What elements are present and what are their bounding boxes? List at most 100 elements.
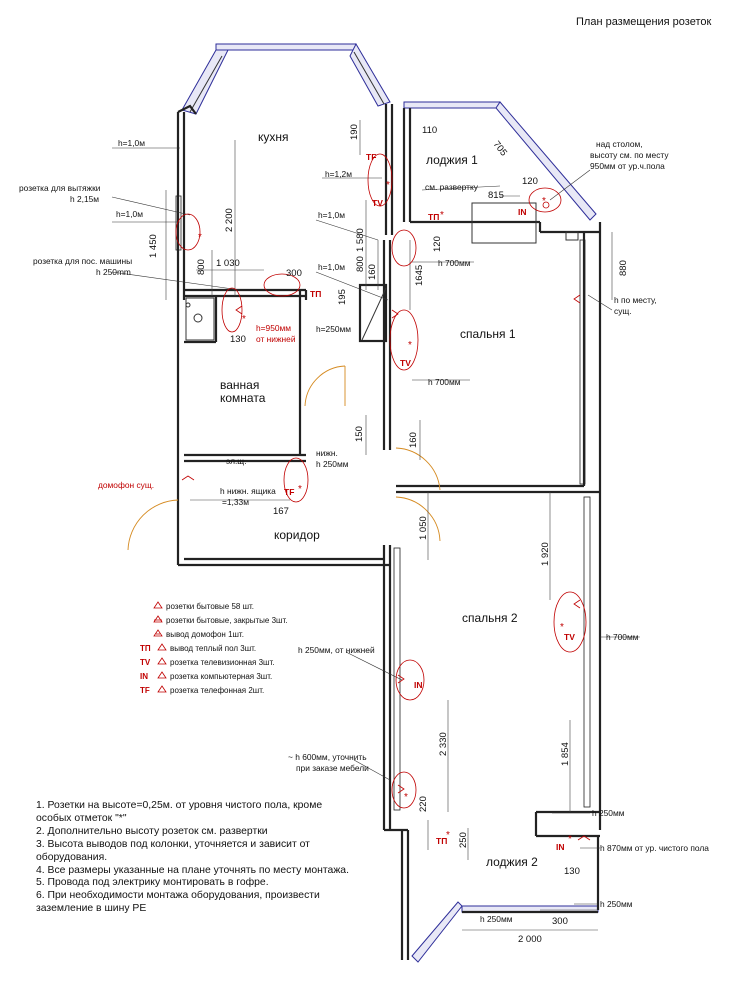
label-above-table: над столом, (596, 139, 643, 149)
dim-110: 110 (422, 125, 437, 136)
socket-bed1-upper (391, 229, 417, 267)
label-h700-b: h 700мм (428, 377, 461, 387)
tag-tp-loggia2: ТП (436, 836, 447, 846)
label-wash-h: h 250mm (96, 267, 131, 277)
legend-icon-socket (153, 601, 163, 609)
socket-bed2-lower (391, 771, 417, 809)
label-el-box: эл.щ. (226, 456, 247, 466)
dim-1854: 1 854 (560, 742, 571, 766)
socket-tf-kitchen (367, 153, 393, 207)
legend-text-tv: розетка телевизионная 3шт. (170, 658, 274, 667)
label-h250-lower: h 250мм, от нижней (298, 645, 375, 655)
label-h950-floor: 950мм от ур.ч.пола (590, 161, 665, 171)
label-h250mm: h 250мм (316, 459, 349, 469)
legend-icon-intercom (153, 629, 163, 637)
dim-300b: 300 (552, 916, 568, 927)
note-line: 5. Провода под электрику монтировать в г… (36, 877, 269, 889)
star-bed1: * (408, 340, 412, 351)
dim-150: 150 (354, 426, 365, 442)
note-line: 4. Все размеры указанные на плане уточня… (36, 864, 349, 876)
note-line: особых отметок "*" (36, 812, 127, 824)
socket-kitchen-mid (263, 273, 301, 297)
room-bedroom2: спальня 2 (462, 611, 518, 625)
label-h1-kitchen-a: h=1,0м (118, 138, 145, 148)
label-h600: ~ h 600мм, уточнить (288, 752, 367, 762)
label-wash: розетка для пос. машины (33, 256, 132, 266)
socket-ticks (181, 294, 591, 841)
dim-1050: 1 050 (418, 516, 429, 540)
dim-1580: 1 580 (355, 228, 366, 252)
room-bedroom1: спальня 1 (460, 327, 516, 341)
socket-loggia1 (528, 187, 562, 213)
tag-tf-kitchen: TF (366, 152, 376, 162)
legend-icon-socket-closed (153, 615, 163, 623)
label-h-box: h нижн. ящика (220, 486, 276, 496)
bathroom-fixtures (185, 297, 215, 341)
label-h700-a: h 700мм (438, 258, 471, 268)
legend: ТП TV IN TF розетки бытовые 58 шт. розет… (140, 601, 287, 695)
legend-symbol-tp: ТП (140, 644, 151, 653)
label-h12: h=1,2м (325, 169, 352, 179)
star-table: * (542, 196, 546, 207)
tag-tp-loggia1: ТП (428, 212, 439, 222)
kitchen-bay-window (181, 42, 391, 115)
label-vent: розетка для вытяжки (19, 183, 101, 193)
dim-160a: 160 (367, 264, 378, 280)
label-h250: h=250мм (316, 324, 351, 334)
dim-220: 220 (418, 796, 429, 812)
label-vent-h: h 2,15м (70, 194, 99, 204)
tag-tf-corridor: TF (284, 487, 294, 497)
star-loggia2-b: * (568, 834, 572, 845)
star-bed2-lower: * (404, 792, 408, 803)
dim-120a: 120 (522, 176, 538, 187)
note-line: оборудования. (36, 851, 108, 863)
label-see-development: см. развертку (425, 182, 479, 192)
legend-text-tf: розетка телефонная 2шт. (170, 686, 264, 695)
sheet-title: План размещения розеток (576, 16, 712, 28)
label-height-see: высоту см. по месту (590, 150, 669, 160)
dim-250: 250 (458, 832, 469, 848)
label-lower: нижн. (316, 448, 338, 458)
room-loggia1: лоджия 1 (426, 153, 478, 167)
star-marks: * * * * * * * * * * * (198, 180, 572, 845)
doors (127, 365, 441, 551)
label-h250mm-c: h 250мм (480, 914, 513, 924)
legend-text-in: розетка компьютерная 3шт. (170, 672, 272, 681)
socket-in-bed2 (395, 659, 425, 701)
label-h250mm-d: h 250мм (600, 899, 633, 909)
label-from-lower: от нижней (256, 334, 296, 344)
socket-tv-bed1 (389, 309, 419, 371)
dim-1030: 1 030 (216, 258, 240, 269)
label-h133: =1,33м (222, 497, 249, 507)
leader-lines (111, 147, 640, 905)
star-bed2: * (560, 622, 564, 633)
tag-in-bed2: IN (414, 680, 423, 690)
socket-markers (175, 153, 587, 809)
socket-corridor-tf (283, 457, 309, 503)
dim-880: 880 (618, 260, 629, 276)
tag-tp-kitchen: ТП (310, 289, 321, 299)
label-h1-kitchen-b: h=1,0м (116, 209, 143, 219)
label-h1-c: h=1,0м (318, 210, 345, 220)
dim-130a: 130 (230, 334, 246, 345)
room-bathroom-line2: комната (220, 391, 266, 405)
tag-tv-bed2: TV (564, 632, 575, 642)
dim-160b: 160 (408, 432, 419, 448)
label-h950: h=950мм (256, 323, 291, 333)
label-intercom: домофон сущ. (98, 480, 154, 490)
room-bathroom-line1: ванная (220, 378, 259, 392)
legend-text-socket-closed: розетки бытовые, закрытые 3шт. (166, 616, 287, 625)
dim-2200: 2 200 (224, 208, 235, 232)
label-furniture: при заказе мебели (296, 763, 369, 773)
socket-vent (175, 213, 201, 251)
loggia1-window (403, 101, 597, 221)
label-h700-c: h 700мм (606, 632, 639, 642)
dim-1450: 1 450 (148, 234, 159, 258)
note-line: 1. Розетки на высоте=0,25м. от уровня чи… (36, 800, 323, 811)
dim-1645: 1645 (414, 265, 425, 286)
interior-walls (184, 202, 579, 463)
label-h250mm-b: h 250мм (592, 808, 625, 818)
label-h1-d: h=1,0м (318, 262, 345, 272)
